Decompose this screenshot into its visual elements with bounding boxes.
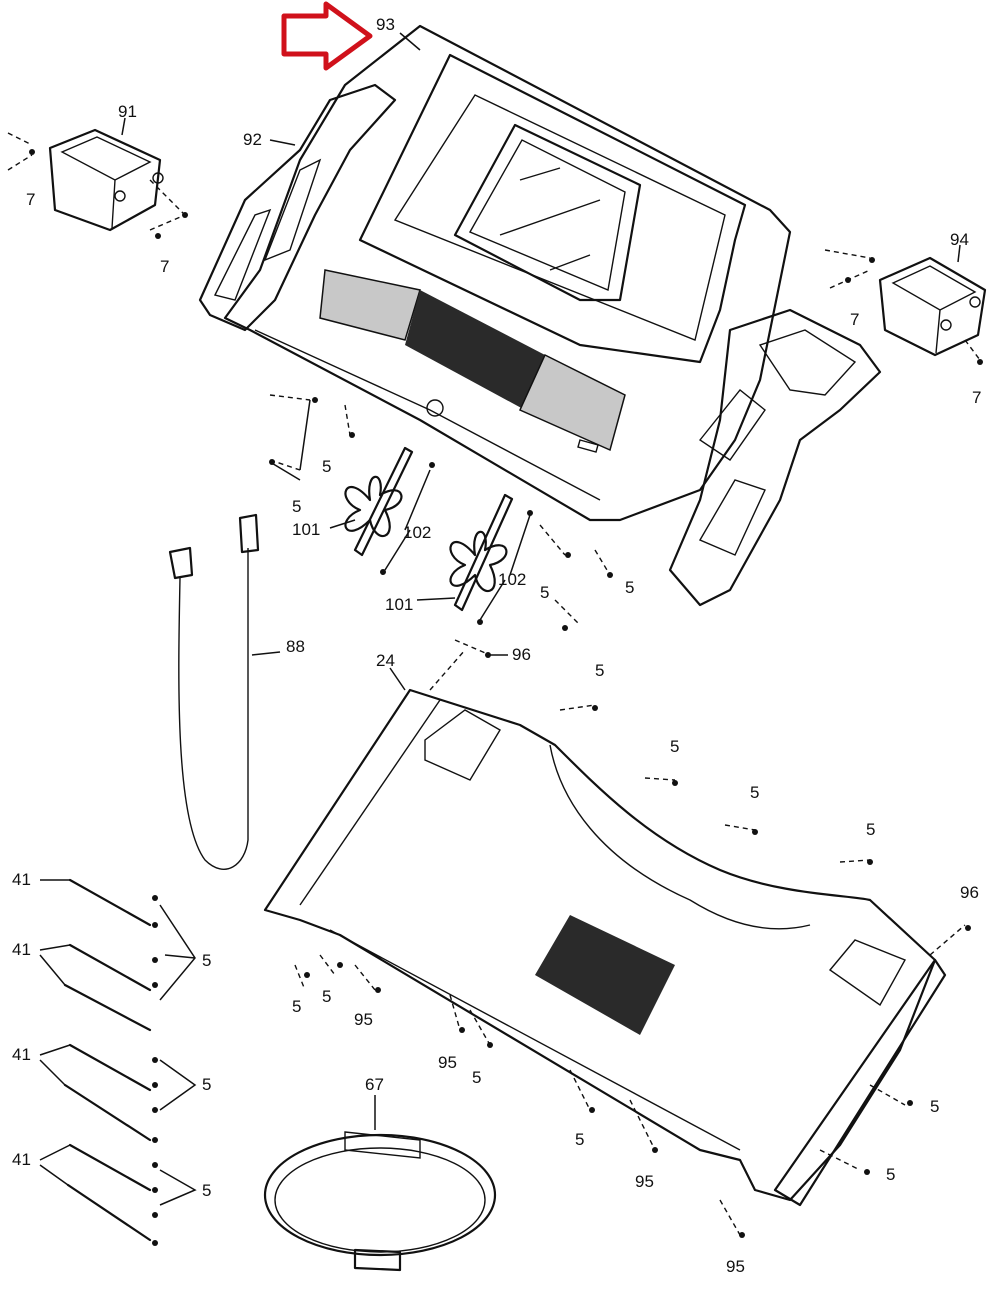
chest-strap [263, 1131, 497, 1272]
callout-5: 5 [202, 1075, 211, 1094]
callout-5: 5 [322, 457, 331, 476]
callout-41: 41 [12, 1045, 31, 1064]
callout-5: 5 [575, 1130, 584, 1149]
callout-102: 102 [498, 570, 526, 589]
callout-5: 5 [292, 497, 301, 516]
callout-96: 96 [512, 645, 531, 664]
callout-5: 5 [886, 1165, 895, 1184]
callout-93: 93 [376, 15, 395, 34]
callout-102: 102 [403, 523, 431, 542]
callout-92: 92 [243, 130, 262, 149]
callout-5: 5 [595, 661, 604, 680]
callout-5: 5 [540, 583, 549, 602]
callout-5: 5 [472, 1068, 481, 1087]
callout-24: 24 [376, 651, 395, 670]
callout-5: 5 [322, 987, 331, 1006]
callout-5: 5 [202, 1181, 211, 1200]
callout-7: 7 [972, 388, 981, 407]
callout-41: 41 [12, 1150, 31, 1169]
cup-holder-right [878, 256, 987, 357]
callout-5: 5 [670, 737, 679, 756]
leader-lines [7, 32, 981, 1236]
callout-101: 101 [385, 595, 413, 614]
arrow-pointer-icon [281, 1, 373, 71]
callout-94: 94 [950, 230, 969, 249]
callout-5: 5 [930, 1097, 939, 1116]
callout-101: 101 [292, 520, 320, 539]
callout-7: 7 [850, 310, 859, 329]
left-handle [198, 83, 397, 332]
wire-harness [168, 513, 260, 870]
callout-7: 7 [26, 190, 35, 209]
callout-5: 5 [292, 997, 301, 1016]
callout-5: 5 [625, 578, 634, 597]
callout-5: 5 [750, 783, 759, 802]
callout-96: 96 [960, 883, 979, 902]
callout-95: 95 [635, 1172, 654, 1191]
callout-95: 95 [354, 1010, 373, 1029]
callout-5: 5 [202, 951, 211, 970]
right-tray [668, 308, 882, 607]
screw-icon [29, 149, 983, 1246]
cup-holder-left [48, 128, 164, 232]
callout-7: 7 [160, 257, 169, 276]
callout-95: 95 [438, 1053, 457, 1072]
callout-41: 41 [12, 940, 31, 959]
callout-5: 5 [866, 820, 875, 839]
rods [63, 878, 152, 1242]
callout-67: 67 [365, 1075, 384, 1094]
callout-91: 91 [118, 102, 137, 121]
console-assembly [223, 24, 792, 522]
callout-88: 88 [286, 637, 305, 656]
callout-labels: 93 92 91 94 7 7 7 7 5 5 101 102 102 101 … [12, 15, 981, 1276]
callout-95: 95 [726, 1257, 745, 1276]
callout-41: 41 [12, 870, 31, 889]
fan-icon [344, 446, 514, 612]
base-cover [263, 688, 947, 1207]
